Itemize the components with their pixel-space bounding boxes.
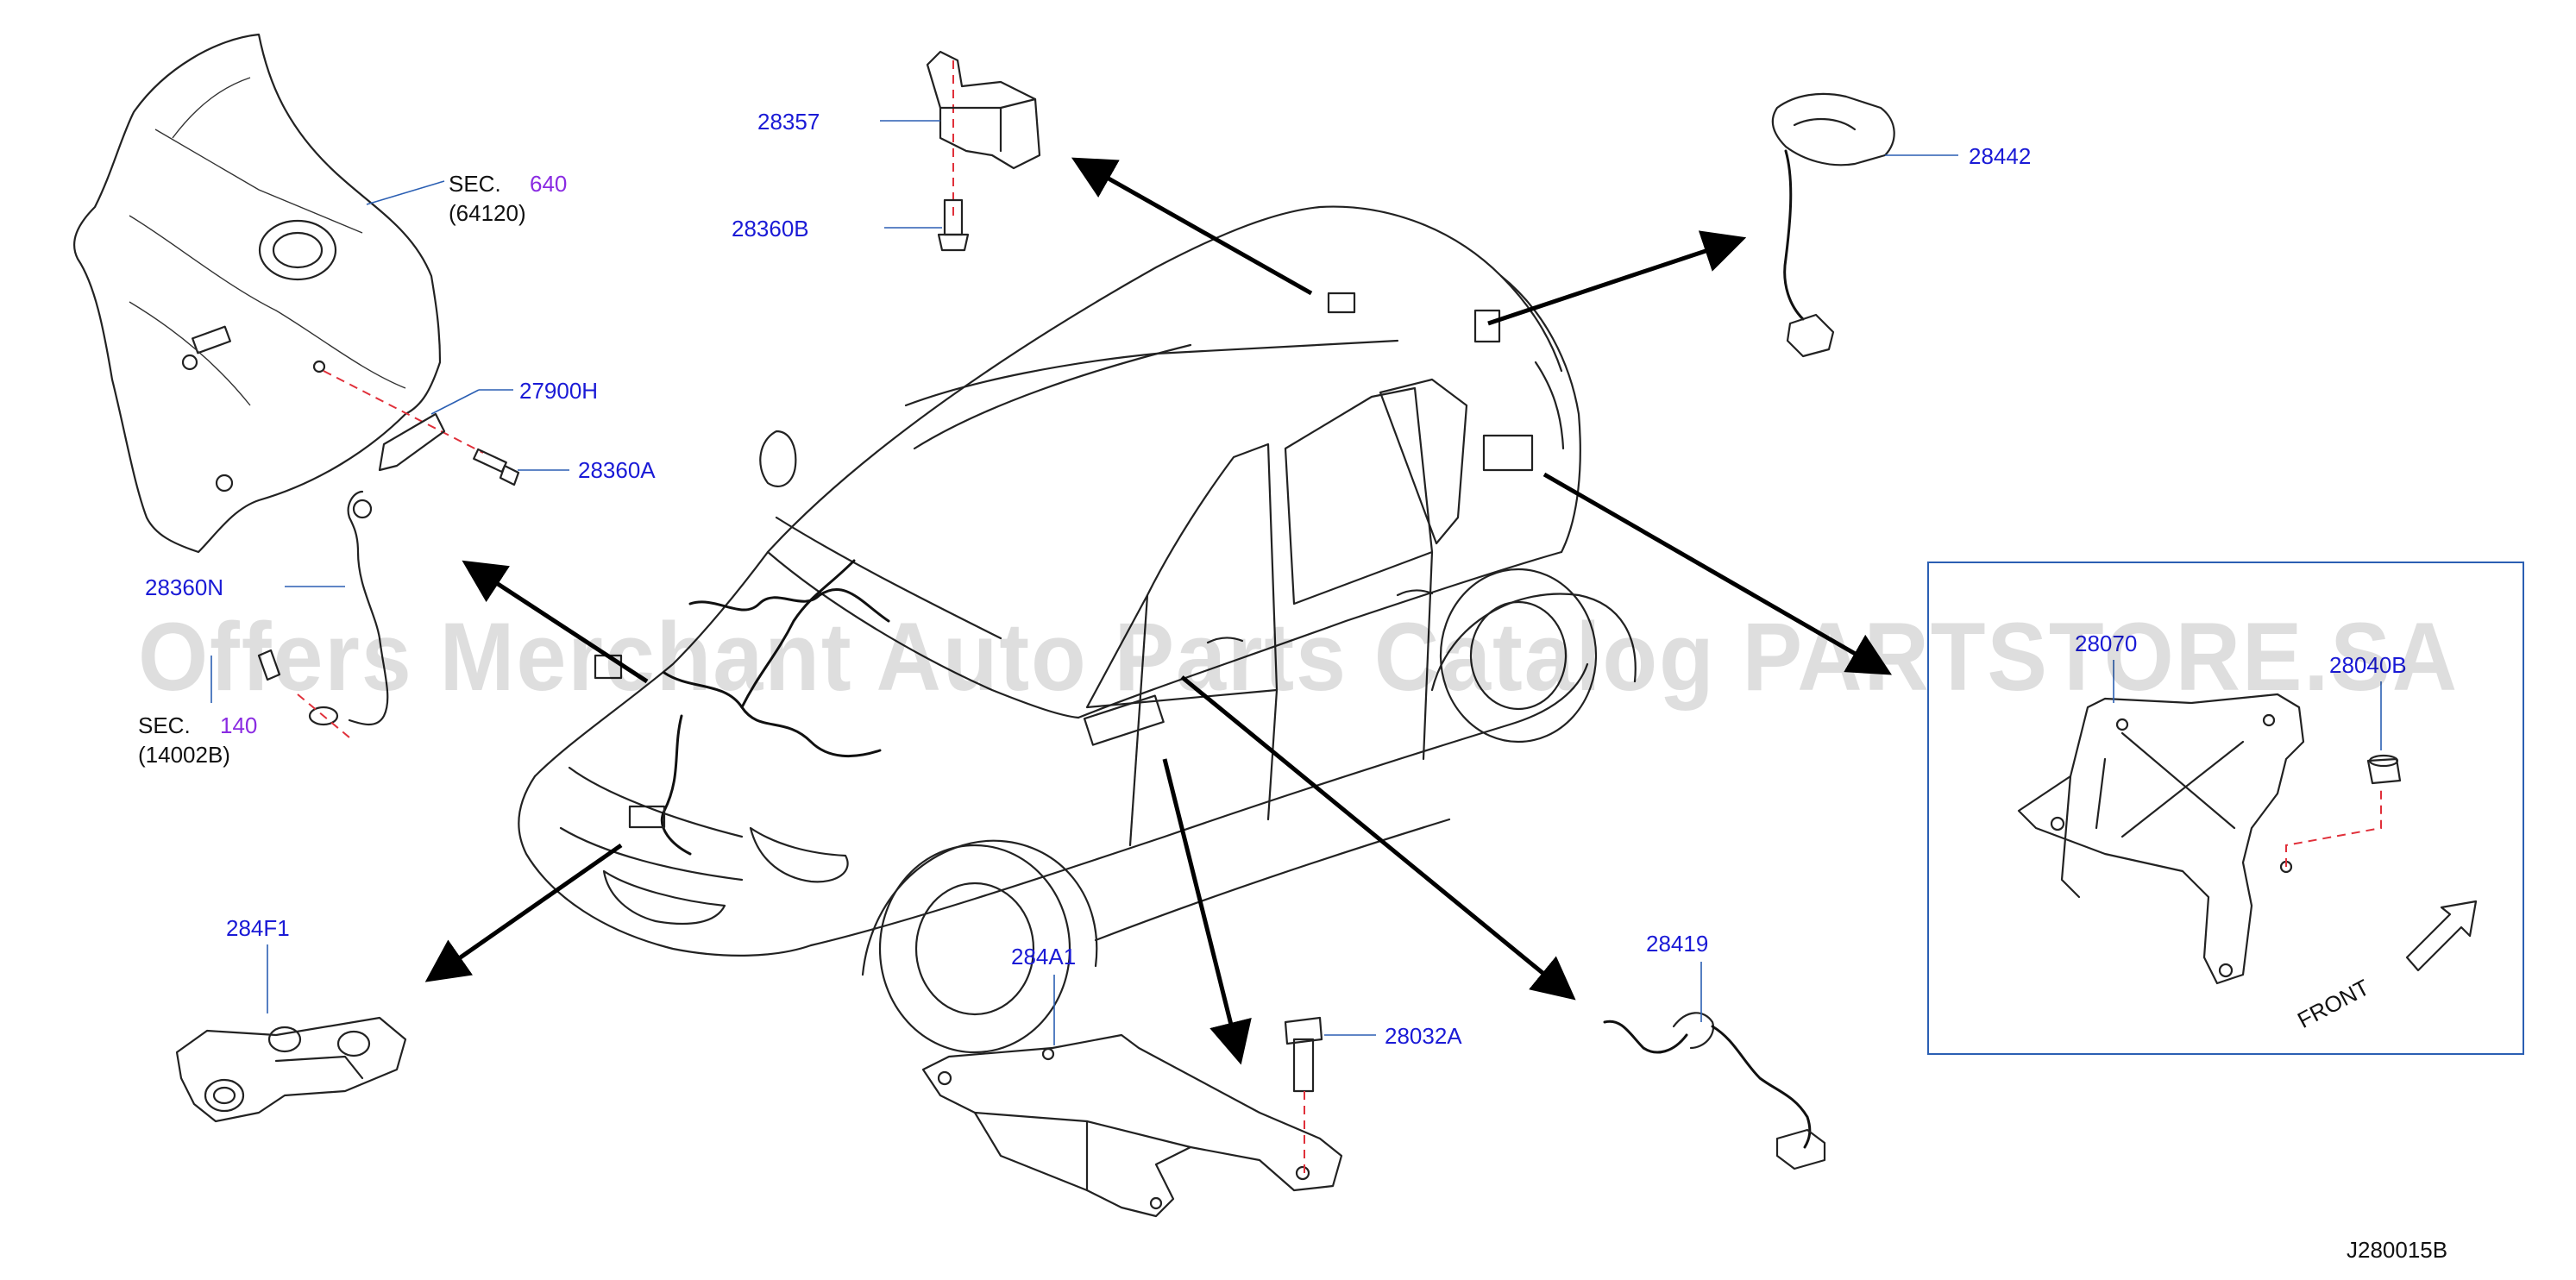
part-label-284a1[interactable]: 284A1 <box>1011 944 1076 969</box>
bracket-28070-illustration <box>2017 693 2305 985</box>
section-640-prefix: SEC. <box>449 171 501 197</box>
bolt-28360b-illustration <box>937 198 970 252</box>
part-label-28070[interactable]: 28070 <box>2075 631 2137 656</box>
bolt-28032a-illustration <box>1284 1016 1323 1093</box>
bracket-284a1-illustration <box>921 1033 1343 1218</box>
section-140-code: (14002B) <box>138 742 230 768</box>
nut-28040b-illustration <box>2366 754 2402 785</box>
inner-panel-illustration <box>73 33 442 554</box>
part-label-28360n[interactable]: 28360N <box>145 574 223 600</box>
part-label-28032a[interactable]: 28032A <box>1385 1023 1462 1049</box>
part-label-284f1[interactable]: 284F1 <box>226 915 290 941</box>
bolt-sec140-illustration <box>257 649 281 681</box>
camera-284f1-illustration <box>175 1016 407 1123</box>
car-illustration <box>518 205 1637 1054</box>
section-640-code: (64120) <box>449 200 526 226</box>
part-label-27900h[interactable]: 27900H <box>519 378 598 404</box>
front-label: FRONT <box>2293 974 2373 1033</box>
watermark: Offers Merchant Auto Parts Catalog PARTS… <box>138 603 2459 711</box>
callout-arrows <box>424 157 1892 1065</box>
diagram-code: J280015B <box>2347 1237 2447 1263</box>
detail-inset <box>1927 562 2524 1055</box>
part-label-28442[interactable]: 28442 <box>1969 143 2031 169</box>
part-label-28357[interactable]: 28357 <box>757 109 820 135</box>
part-label-28360a[interactable]: 28360A <box>578 457 656 483</box>
section-140-number[interactable]: 140 <box>220 712 257 738</box>
sensor-28442-illustration <box>1771 92 1895 358</box>
part-label-28040b[interactable]: 28040B <box>2329 652 2407 678</box>
section-640-number[interactable]: 640 <box>530 171 567 197</box>
part-label-28419[interactable]: 28419 <box>1646 931 1708 957</box>
ground-cable-28360n-illustration <box>308 490 389 726</box>
part-label-28360b[interactable]: 28360B <box>732 216 809 242</box>
front-direction-arrow <box>2405 900 2478 972</box>
bracket-27900h-illustration <box>378 412 446 472</box>
bolt-28360a-illustration <box>473 448 520 486</box>
sensor-28419-illustration <box>1603 1012 1826 1170</box>
section-140-prefix: SEC. <box>138 712 191 738</box>
sensor-28357-illustration <box>926 50 1041 170</box>
